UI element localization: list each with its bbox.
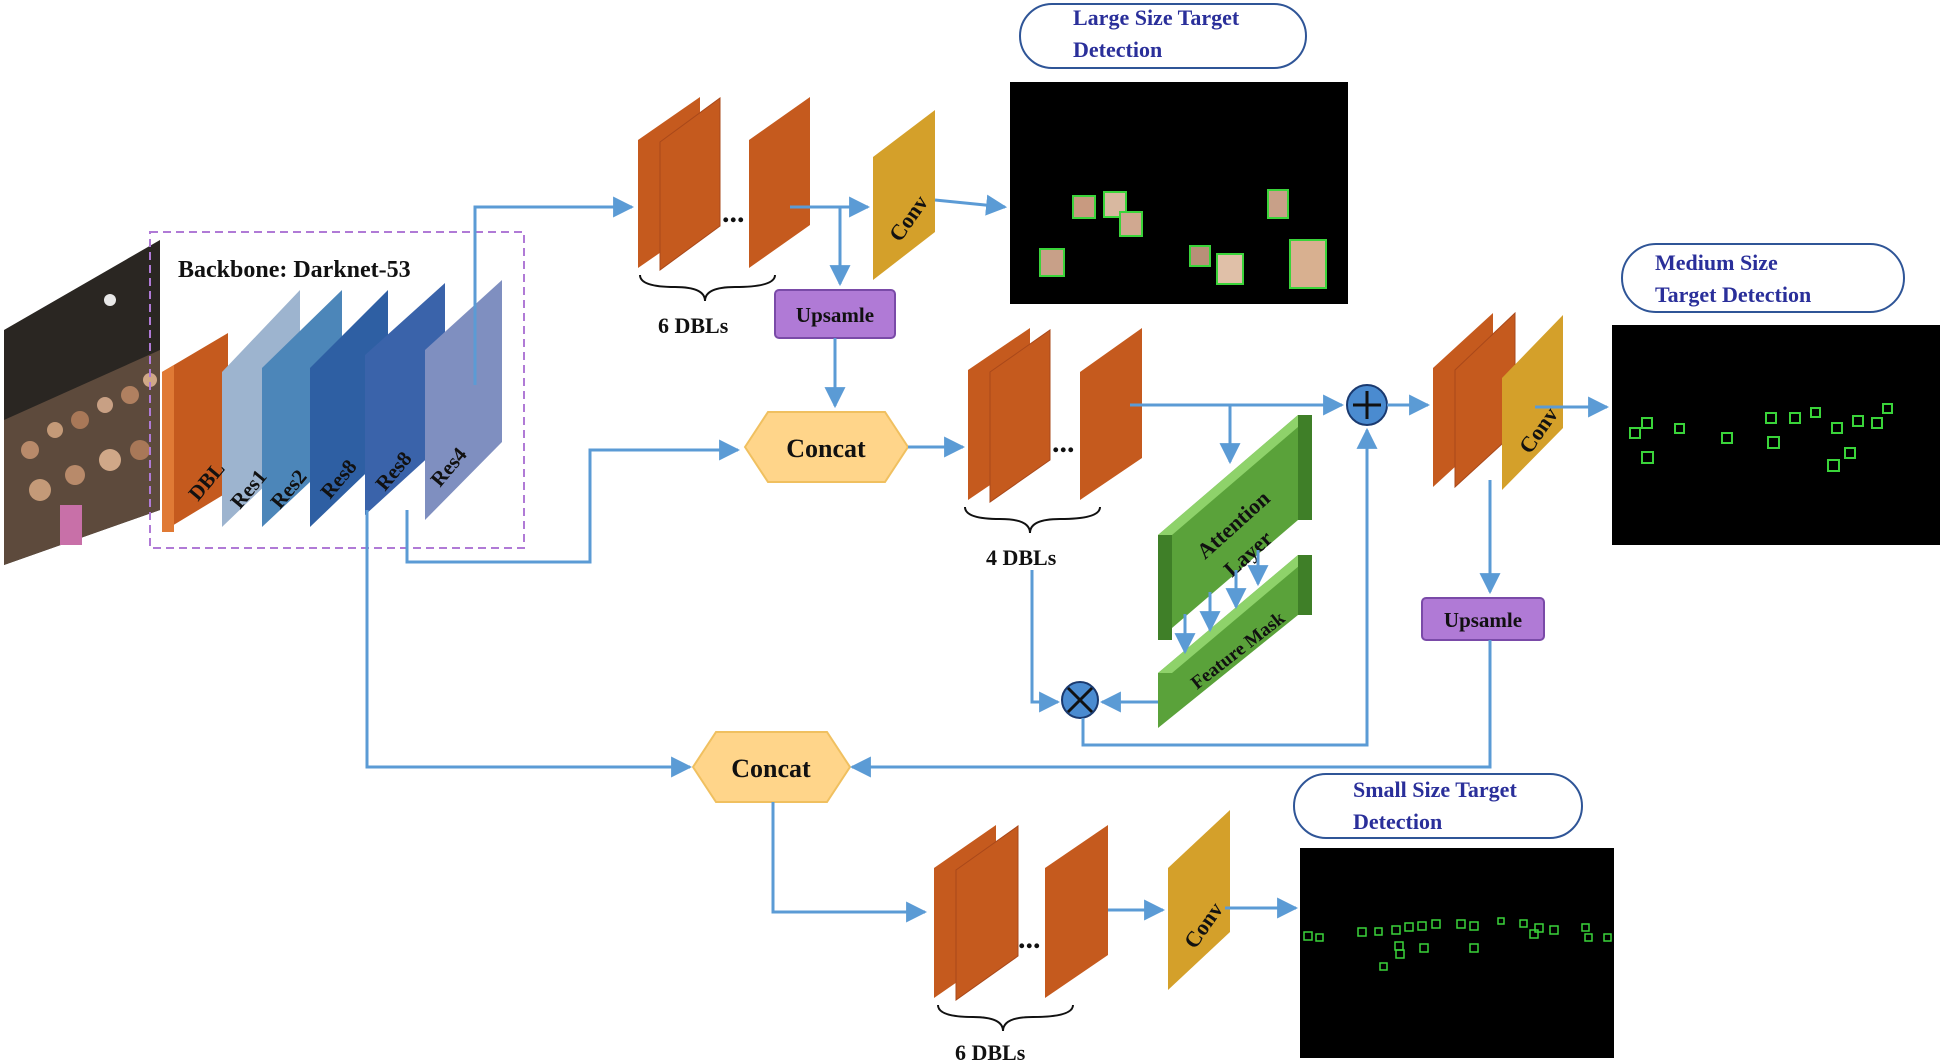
feature-mask-layer — [1158, 555, 1312, 728]
medium-pill-line2: Target Detection — [1655, 282, 1811, 307]
large-upsample-box: Upsamle — [774, 289, 896, 339]
small-detection-pill: Small Size Target Detection — [1293, 773, 1583, 839]
backbone-title: Backbone: Darknet-53 — [178, 257, 411, 283]
large-pill-line2: Detection — [1073, 37, 1162, 62]
medium-conv — [1502, 315, 1563, 490]
medium-concat: Concat — [743, 411, 910, 483]
large-dbl-stack — [638, 97, 810, 271]
large-pill-line1: Large Size Target — [1073, 5, 1240, 30]
medium-ellipsis: ... — [1052, 426, 1075, 459]
medium-brace — [964, 506, 1101, 534]
small-output-image — [1300, 848, 1614, 1058]
small-concat: Concat — [691, 731, 852, 803]
small-conv — [1168, 810, 1230, 990]
large-conv — [873, 110, 935, 280]
medium-detection-pill: Medium Size Target Detection — [1621, 243, 1905, 313]
medium-post-dbl-stack — [1433, 311, 1516, 489]
attention-layer — [1158, 415, 1312, 640]
small-brace — [937, 1004, 1074, 1032]
large-detection-pill: Large Size Target Detection — [1019, 3, 1307, 69]
small-dbl-stack — [934, 825, 1108, 1001]
medium-dbl-label: 4 DBLs — [986, 545, 1057, 570]
medium-upsample-box: Upsamle — [1421, 597, 1545, 641]
connectors — [365, 194, 1610, 923]
large-brace — [639, 274, 776, 302]
input-crowd-image — [4, 240, 160, 565]
small-concat-label: Concat — [731, 754, 811, 783]
multiply-operator — [1061, 681, 1099, 719]
small-pill-line2: Detection — [1353, 809, 1442, 834]
medium-output-image — [1612, 325, 1940, 545]
medium-pill-line1: Medium Size — [1655, 250, 1778, 275]
medium-concat-label: Concat — [786, 434, 866, 463]
large-upsample-label: Upsamle — [796, 303, 874, 327]
backbone-box — [149, 231, 525, 549]
small-pill-line1: Small Size Target — [1353, 777, 1517, 802]
add-operator — [1346, 384, 1388, 426]
small-ellipsis: ... — [1018, 922, 1041, 955]
large-output-image — [1010, 82, 1348, 304]
small-dbl-label: 6 DBLs — [955, 1040, 1026, 1064]
medium-dbl-stack — [968, 328, 1142, 503]
layer-dbl — [162, 333, 228, 532]
medium-upsample-label: Upsamle — [1444, 608, 1522, 632]
large-ellipsis: ... — [722, 196, 745, 229]
large-dbl-label: 6 DBLs — [658, 313, 729, 338]
layer-res4 — [425, 280, 502, 520]
